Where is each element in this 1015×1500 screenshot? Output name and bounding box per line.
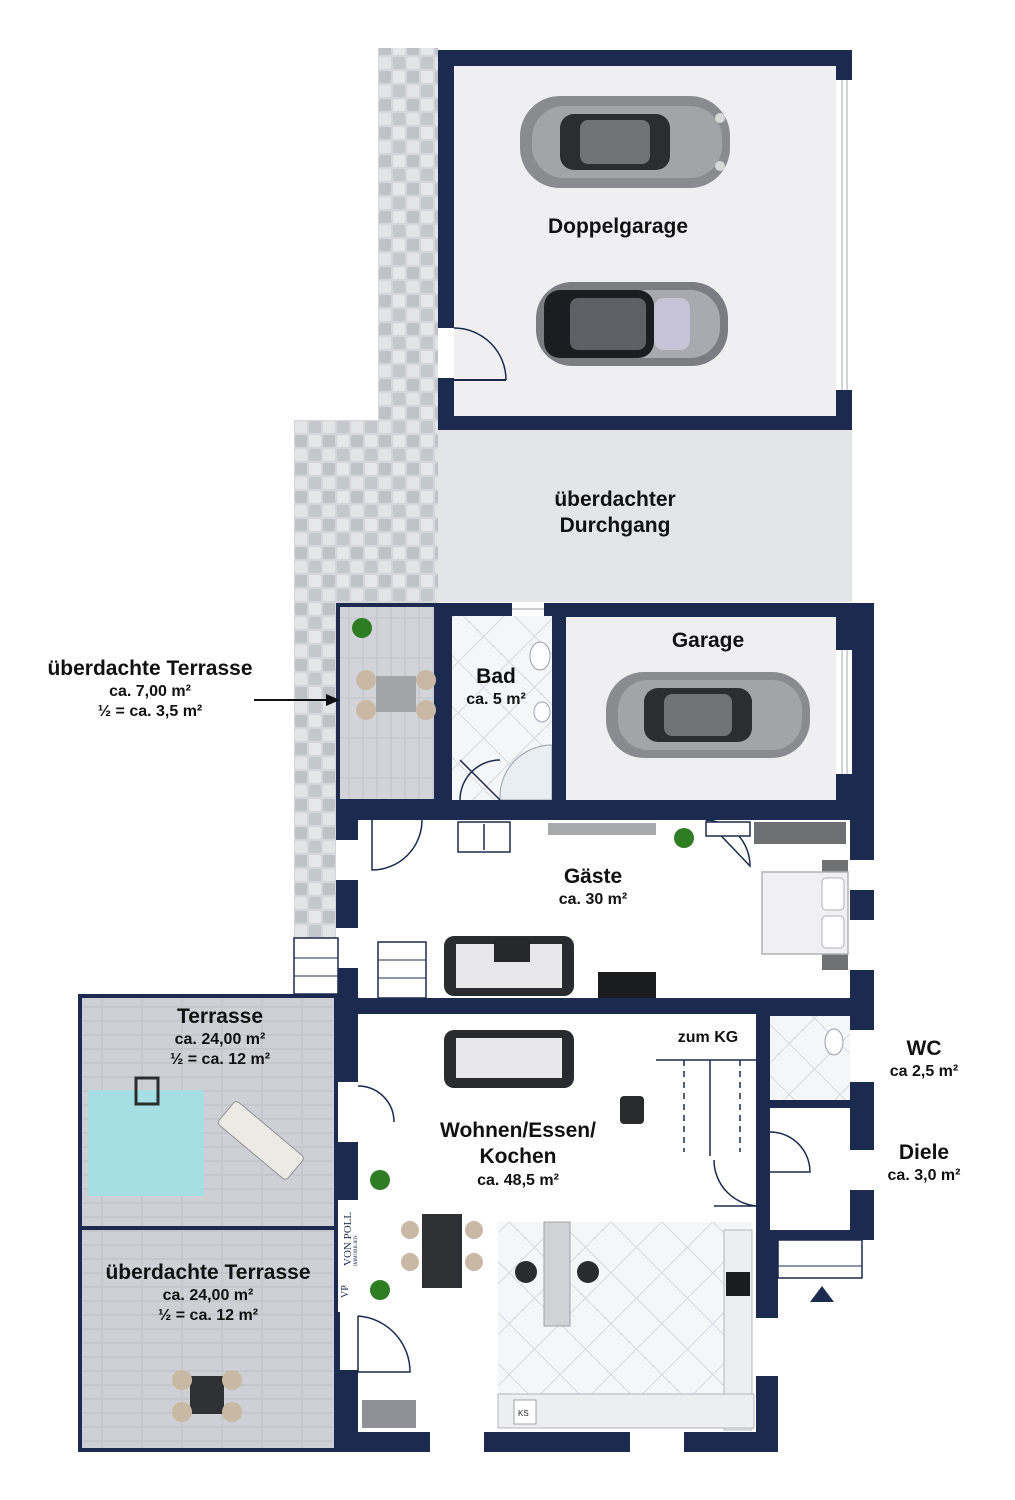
room-half: ½ = ca. 12 m² xyxy=(157,1307,259,1325)
gaeste-label: Gäste ca. 30 m² xyxy=(533,864,653,910)
covered-terrace-lower-label: überdachte Terrasse ca. 24,00 m² ½ = ca.… xyxy=(88,1260,328,1326)
covered-terrace-upper-label: überdachte Terrasse ca. 7,00 m² ½ = ca. … xyxy=(20,656,280,722)
stove-icon xyxy=(726,1272,750,1296)
room-name: Gäste xyxy=(563,865,623,888)
garage-label: Garage xyxy=(648,628,768,654)
room-half: ½ = ca. 3,5 m² xyxy=(97,703,203,721)
diele-room xyxy=(713,1108,874,1302)
doppelgarage-label: Doppelgarage xyxy=(533,214,703,240)
convertible-car-icon xyxy=(536,282,728,366)
room-name: Bad xyxy=(476,665,516,688)
zum-kg-stairs xyxy=(656,1014,756,1156)
logo-sub: IMMOBILIEN xyxy=(354,1235,359,1266)
durchgang-area xyxy=(438,430,852,602)
diele-label: Diele ca. 3,0 m² xyxy=(868,1140,980,1186)
sun-lounger-icon xyxy=(217,1101,304,1180)
plant-icon xyxy=(352,618,694,1300)
room-name: zum KG xyxy=(677,1029,739,1046)
bad-room xyxy=(438,603,566,803)
car-icon xyxy=(606,672,810,758)
room-name: Garage xyxy=(671,629,745,652)
room-name: Diele xyxy=(898,1141,950,1164)
logo-text: VON POLL xyxy=(342,1212,354,1266)
room-area: ca. 48,5 m² xyxy=(477,1171,559,1189)
logo: VP VON POLL IMMOBILIEN xyxy=(338,1200,359,1312)
logo-mark: VP xyxy=(340,1285,351,1298)
zum-kg-label: zum KG xyxy=(660,1028,756,1048)
room-name: Durchgang xyxy=(559,514,671,538)
wohnen-room xyxy=(336,1014,778,1452)
table-icon xyxy=(172,1370,242,1422)
bad-label: Bad ca. 5 m² xyxy=(446,664,546,710)
room-area: ca. 30 m² xyxy=(558,891,628,909)
dining-table-icon xyxy=(401,1214,483,1288)
room-area: ca. 24,00 m² xyxy=(162,1287,254,1305)
car-icon xyxy=(520,96,730,188)
room-half: ½ = ca. 12 m² xyxy=(169,1051,271,1069)
sofa-icon xyxy=(444,1030,574,1088)
terrasse-label: Terrasse ca. 24,00 m² ½ = ca. 12 m² xyxy=(130,1004,310,1070)
covered-terrace-lower xyxy=(78,1226,340,1452)
gaeste-room xyxy=(336,819,874,1000)
bed-icon xyxy=(761,860,849,970)
terrasse-area xyxy=(78,994,338,1230)
sofa-icon xyxy=(444,936,574,996)
room-name: Doppelgarage xyxy=(547,215,689,238)
wc-label: WC ca 2,5 m² xyxy=(868,1036,980,1082)
room-area: ca. 3,0 m² xyxy=(887,1167,961,1185)
outside-stairs xyxy=(293,937,339,995)
annotation-arrow xyxy=(254,694,340,706)
room-name: überdachte Terrasse xyxy=(47,657,253,680)
room-area: ca. 7,00 m² xyxy=(109,683,191,701)
room-name: WC xyxy=(906,1037,942,1060)
table-icon xyxy=(356,670,436,720)
room-name: überdachter xyxy=(554,488,676,511)
room-area: ca. 24,00 m² xyxy=(174,1031,266,1049)
room-area: ca 2,5 m² xyxy=(889,1063,959,1081)
durchgang-label: überdachter Durchgang xyxy=(530,487,700,540)
pool xyxy=(88,1090,204,1196)
wc-room xyxy=(770,1016,874,1100)
room-name: Kochen xyxy=(479,1145,557,1169)
fridge-label: KS xyxy=(518,1409,529,1418)
room-name: Terrasse xyxy=(176,1005,263,1028)
room-name: Wohnen/Essen/ xyxy=(440,1119,596,1142)
room-area: ca. 5 m² xyxy=(466,691,526,709)
room-name: überdachte Terrasse xyxy=(105,1261,311,1284)
wohnen-label: Wohnen/Essen/ Kochen ca. 48,5 m² xyxy=(418,1118,618,1191)
